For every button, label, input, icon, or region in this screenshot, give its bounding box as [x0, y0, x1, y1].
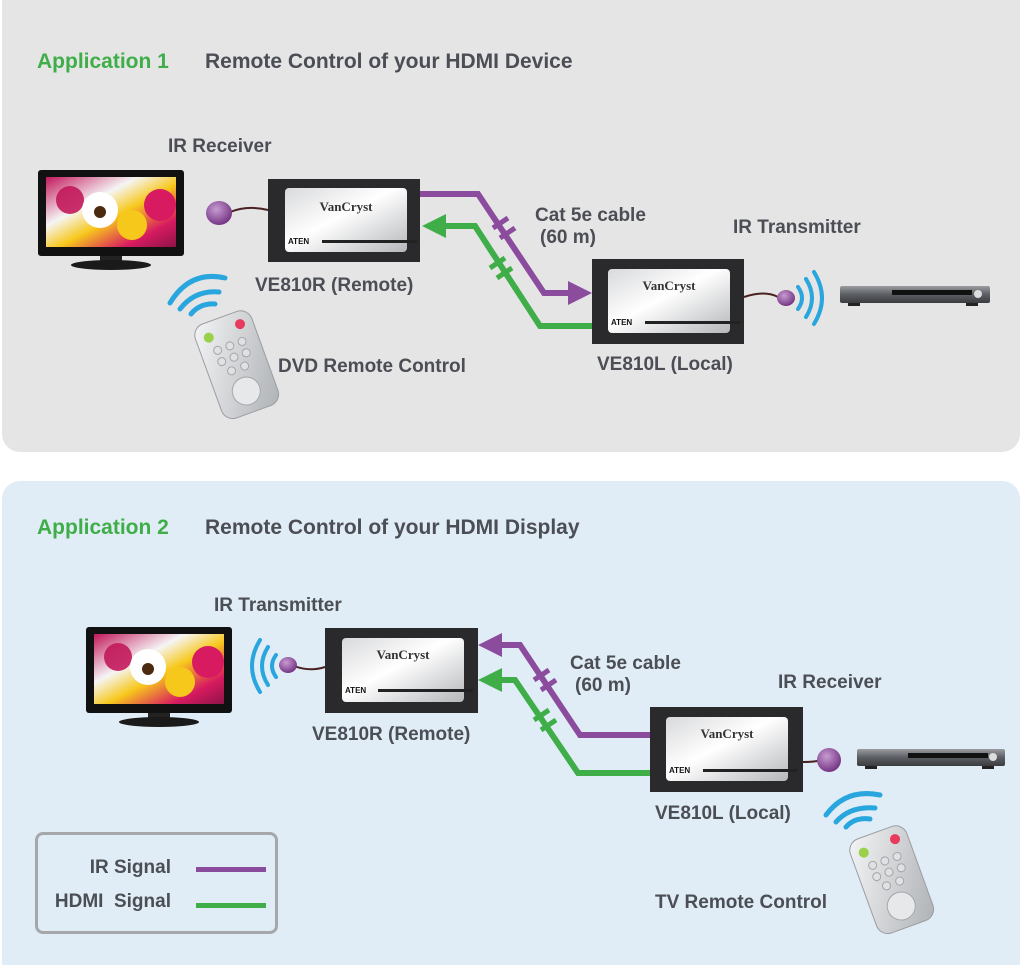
cable-label-line2: (60 m)	[575, 675, 631, 696]
tv-remote-control-icon	[849, 825, 935, 935]
vancryst-logo: VanCryst	[320, 199, 374, 214]
ir-transmitter-label: IR Transmitter	[733, 217, 861, 238]
ir-receiver-icon	[206, 201, 269, 225]
hdmi-signal-cable	[445, 223, 592, 329]
ir-signal-cable	[420, 191, 572, 296]
local-unit-label: VE810L (Local)	[597, 354, 733, 375]
vancryst-logo: VanCryst	[377, 647, 431, 662]
ir-transmitter-icon	[743, 290, 795, 306]
legend-swatch-hdmi	[196, 903, 266, 908]
dvd-player-icon	[840, 286, 990, 306]
hdmi-display-tv	[38, 170, 184, 270]
ir-transmitter-label: IR Transmitter	[214, 595, 342, 616]
cable-label-line1: Cat 5e cable	[570, 653, 681, 674]
application1-label: Application 1	[37, 50, 169, 73]
application2-label: Application 2	[37, 516, 169, 539]
legend-label-hdmi: HDMI Signal	[54, 891, 171, 912]
hdmi-display-tv	[86, 627, 232, 727]
ve810r-remote-unit-icon: VanCryst ATEN	[325, 628, 478, 713]
aten-logo: ATEN	[669, 766, 690, 775]
remote-unit-label: VE810R (Remote)	[255, 275, 414, 296]
ve810l-local-unit-icon: VanCryst ATEN	[592, 259, 744, 344]
remote-control-label: DVD Remote Control	[278, 356, 466, 377]
application1-title: Remote Control of your HDMI Device	[205, 50, 573, 73]
aten-logo: ATEN	[345, 686, 366, 695]
ir-signal-cable	[500, 642, 650, 738]
aten-logo: ATEN	[611, 318, 632, 327]
remote-unit-label: VE810R (Remote)	[312, 724, 471, 745]
cable-coupler-icon	[532, 707, 558, 733]
vancryst-logo: VanCryst	[643, 278, 697, 293]
legend-swatch-ir	[196, 867, 266, 872]
ir-signal-arrow-icon	[568, 281, 592, 305]
cable-label-line2: (60 m)	[540, 227, 596, 248]
remote-control-label: TV Remote Control	[655, 892, 828, 913]
local-unit-label: VE810L (Local)	[655, 803, 791, 824]
ir-receiver-label: IR Receiver	[168, 136, 272, 157]
ir-transmitter-icon	[279, 657, 326, 673]
cable-label-line1: Cat 5e cable	[535, 205, 646, 226]
hdmi-signal-arrow-icon	[478, 668, 502, 692]
ve810l-local-unit-icon: VanCryst ATEN	[650, 707, 803, 792]
ir-wave-icon	[796, 270, 824, 326]
signal-legend: IR Signal HDMI Signal	[35, 832, 278, 934]
ve810r-remote-unit-icon: VanCryst ATEN	[268, 179, 420, 262]
ir-wave-icon	[250, 638, 278, 694]
wifi-wave-icon	[167, 273, 228, 317]
dvd-player-icon	[857, 749, 1005, 769]
ir-receiver-icon	[802, 748, 841, 772]
vancryst-logo: VanCryst	[701, 726, 755, 741]
application2-title: Remote Control of your HDMI Display	[205, 516, 580, 539]
cable-coupler-icon	[488, 255, 514, 281]
wifi-wave-icon	[823, 791, 883, 830]
ir-receiver-label: IR Receiver	[778, 672, 882, 693]
cable-coupler-icon	[491, 215, 517, 241]
ir-signal-arrow-icon	[478, 633, 502, 657]
aten-logo: ATEN	[288, 237, 309, 246]
cable-coupler-icon	[532, 667, 558, 693]
legend-label-ir: IR Signal	[89, 857, 171, 878]
hdmi-signal-arrow-icon	[422, 214, 446, 238]
dvd-remote-control-icon	[194, 310, 280, 420]
